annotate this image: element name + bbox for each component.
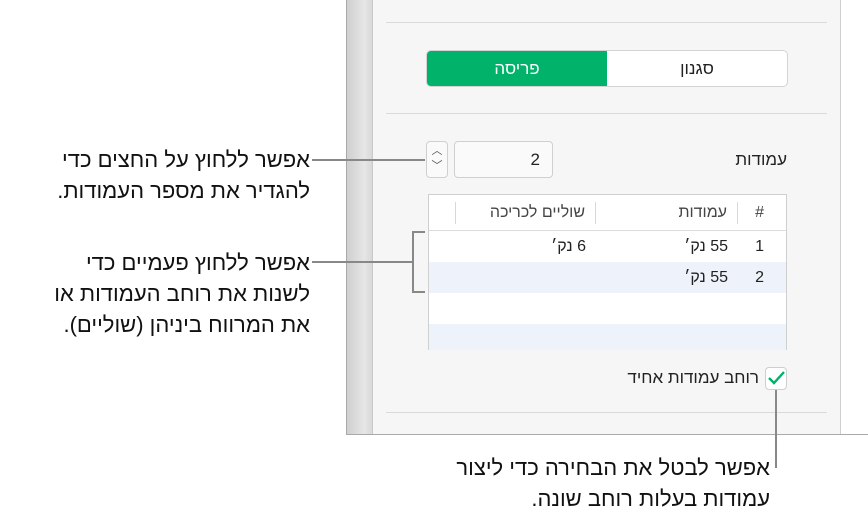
header-columns[interactable]: עמודות: [596, 201, 738, 224]
callout-line: לשנות את רוחב העמודות או: [54, 281, 310, 306]
tab-style[interactable]: סגנון: [680, 58, 714, 78]
divider: [386, 113, 827, 114]
tab-layout[interactable]: פריסה: [427, 51, 607, 86]
checkmark-icon: [768, 371, 785, 385]
chevron-down-icon[interactable]: ﹀: [431, 160, 443, 172]
table-row[interactable]: 2 55 נק׳: [429, 262, 786, 293]
callout-line: עמודות בעלות רוחב שונה.: [531, 486, 770, 511]
callout-stepper: אפשר ללחוץ על החצים כדי להגדיר את מספר ה…: [0, 144, 310, 206]
table-row-empty: [429, 293, 786, 324]
callout-line: אפשר לבטל את הבחירה כדי ליצור: [456, 455, 770, 480]
header-divider: [436, 201, 456, 224]
cell-number: 2: [755, 268, 764, 286]
callout-leader: [312, 159, 425, 161]
callout-checkbox: אפשר לבטל את הבחירה כדי ליצור עמודות בעל…: [420, 452, 770, 514]
panel-edge: [347, 0, 373, 434]
callout-line: את המרווח ביניהן (שוליים).: [63, 312, 310, 337]
header-number[interactable]: #: [755, 203, 764, 221]
panel-margin: [840, 0, 868, 434]
callout-line: אפשר ללחוץ על החצים כדי: [62, 147, 310, 172]
segmented-control: פריסה סגנון: [426, 50, 788, 87]
header-gutter[interactable]: שוליים לכריכה: [456, 201, 596, 224]
table-row-empty: [429, 324, 786, 350]
columns-input[interactable]: 2: [454, 141, 553, 178]
divider: [386, 412, 827, 413]
uniform-width-checkbox[interactable]: [765, 367, 787, 390]
callout-bracket: [412, 231, 425, 293]
columns-stepper[interactable]: ︿ ﹀: [426, 141, 448, 178]
table-header: # עמודות שוליים לכריכה: [429, 195, 786, 231]
callout-line: להגדיר את מספר העמודות.: [57, 178, 310, 203]
cell-column-width[interactable]: 55 נק׳: [684, 237, 728, 255]
callout-leader: [312, 261, 413, 263]
cell-column-width[interactable]: 55 נק׳: [684, 268, 728, 286]
callout-leader: [775, 390, 777, 468]
cell-number: 1: [755, 237, 764, 255]
callout-line: אפשר ללחוץ פעמיים כדי: [85, 250, 310, 275]
table-row[interactable]: 1 55 נק׳ 6 נק׳: [429, 231, 786, 262]
uniform-width-label: רוחב עמודות אחיד: [627, 368, 759, 387]
divider: [386, 22, 827, 23]
columns-label: עמודות: [735, 150, 787, 169]
chevron-up-icon[interactable]: ︿: [431, 145, 443, 157]
columns-table: # עמודות שוליים לכריכה 1 55 נק׳ 6 נק׳ 2 …: [428, 194, 787, 350]
layout-inspector-panel: פריסה סגנון ︿ ﹀ 2 עמודות # עמודות שוליים…: [346, 0, 868, 435]
cell-gutter[interactable]: 6 נק׳: [551, 237, 586, 255]
callout-table: אפשר ללחוץ פעמיים כדי לשנות את רוחב העמו…: [0, 247, 310, 340]
